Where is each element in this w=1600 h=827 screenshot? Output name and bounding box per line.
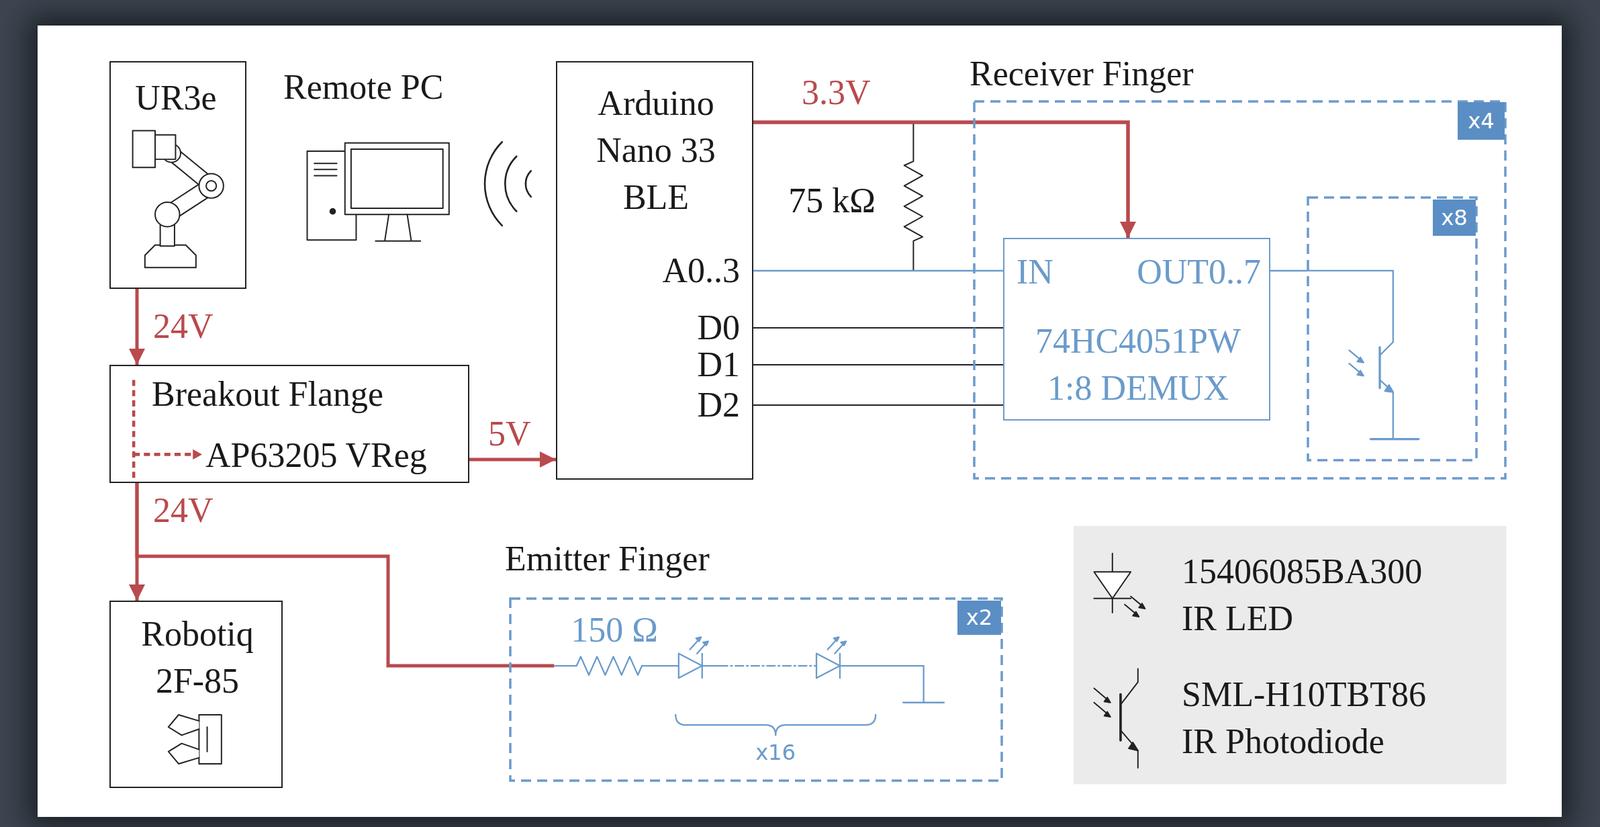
voltage-label: 24V xyxy=(153,486,214,534)
node-text: IN xyxy=(1016,248,1054,296)
node-text: Breakout Flange xyxy=(151,370,384,418)
sensor-group: x8 xyxy=(1306,196,1478,462)
wire xyxy=(753,326,1004,329)
legend-text: 15406085BA300 IR LED xyxy=(1181,547,1457,642)
group-heading: Receiver Finger xyxy=(969,50,1194,98)
flange-box: Breakout FlangeAP63205 VReg xyxy=(109,364,470,483)
count-tag: x4 xyxy=(1457,102,1505,140)
dashed-border xyxy=(1307,197,1477,460)
led-symbol xyxy=(1093,553,1145,617)
wire xyxy=(1270,269,1307,272)
wire xyxy=(753,404,1004,406)
phototransistor xyxy=(1306,270,1419,440)
pin-name: D0 xyxy=(671,304,740,352)
node-text: 74HC4051PW 1:8 DEMUX xyxy=(1023,317,1253,412)
legend-text: SML-H10TBT86 IR Photodiode xyxy=(1181,670,1457,765)
count-tag: x2 xyxy=(957,600,1002,635)
wire xyxy=(469,457,556,462)
wire xyxy=(753,122,1128,238)
gripper-box: Robotiq 2F-85 xyxy=(109,600,283,788)
group-heading: Emitter Finger xyxy=(504,535,710,583)
node-text: Arduino Nano 33 BLE xyxy=(572,79,740,221)
pullup-resistor xyxy=(904,122,923,270)
wire xyxy=(753,363,1004,366)
node-text: UR3e xyxy=(110,74,242,122)
demux-box: IN OUT0..7 74HC4051PW 1:8 DEMUX xyxy=(1003,237,1271,421)
wireless-icon xyxy=(484,141,532,226)
led-chain xyxy=(508,636,945,735)
dashed-border xyxy=(974,101,1506,479)
gripper-icon xyxy=(168,714,222,764)
voltage-label: 5V xyxy=(488,410,532,458)
component-value: 150 Ω xyxy=(547,606,682,654)
pin-name: D1 xyxy=(671,341,740,389)
dashed-border xyxy=(510,598,1002,781)
computer-icon xyxy=(307,143,450,242)
finger-group: Receiver Fingerx4INOUT0..774HC4051PW 1:8… xyxy=(972,100,1507,480)
pin-name: A0..3 xyxy=(637,247,740,295)
node-text: OUT0..7 xyxy=(1136,248,1261,296)
component-value: 75 kΩ xyxy=(745,177,876,225)
legend-panel xyxy=(1073,525,1507,785)
robot-box: UR3e xyxy=(109,61,247,289)
pin-name: D2 xyxy=(671,381,740,429)
node-text: AP63205 VReg xyxy=(205,431,428,479)
phototransistor-symbol xyxy=(1093,668,1138,768)
wire xyxy=(135,288,139,365)
wire xyxy=(753,269,1004,272)
voltage-label: 3.3V xyxy=(801,69,871,117)
count-tag: x8 xyxy=(1432,199,1476,236)
robot-arm-icon xyxy=(132,130,224,268)
dashed-outline xyxy=(1306,196,1478,462)
repeat-count: x16 xyxy=(735,737,816,767)
node-text: Robotiq 2F-85 xyxy=(124,610,271,705)
device-name: Remote PC xyxy=(283,63,444,111)
voltage-label: 24V xyxy=(153,302,214,350)
